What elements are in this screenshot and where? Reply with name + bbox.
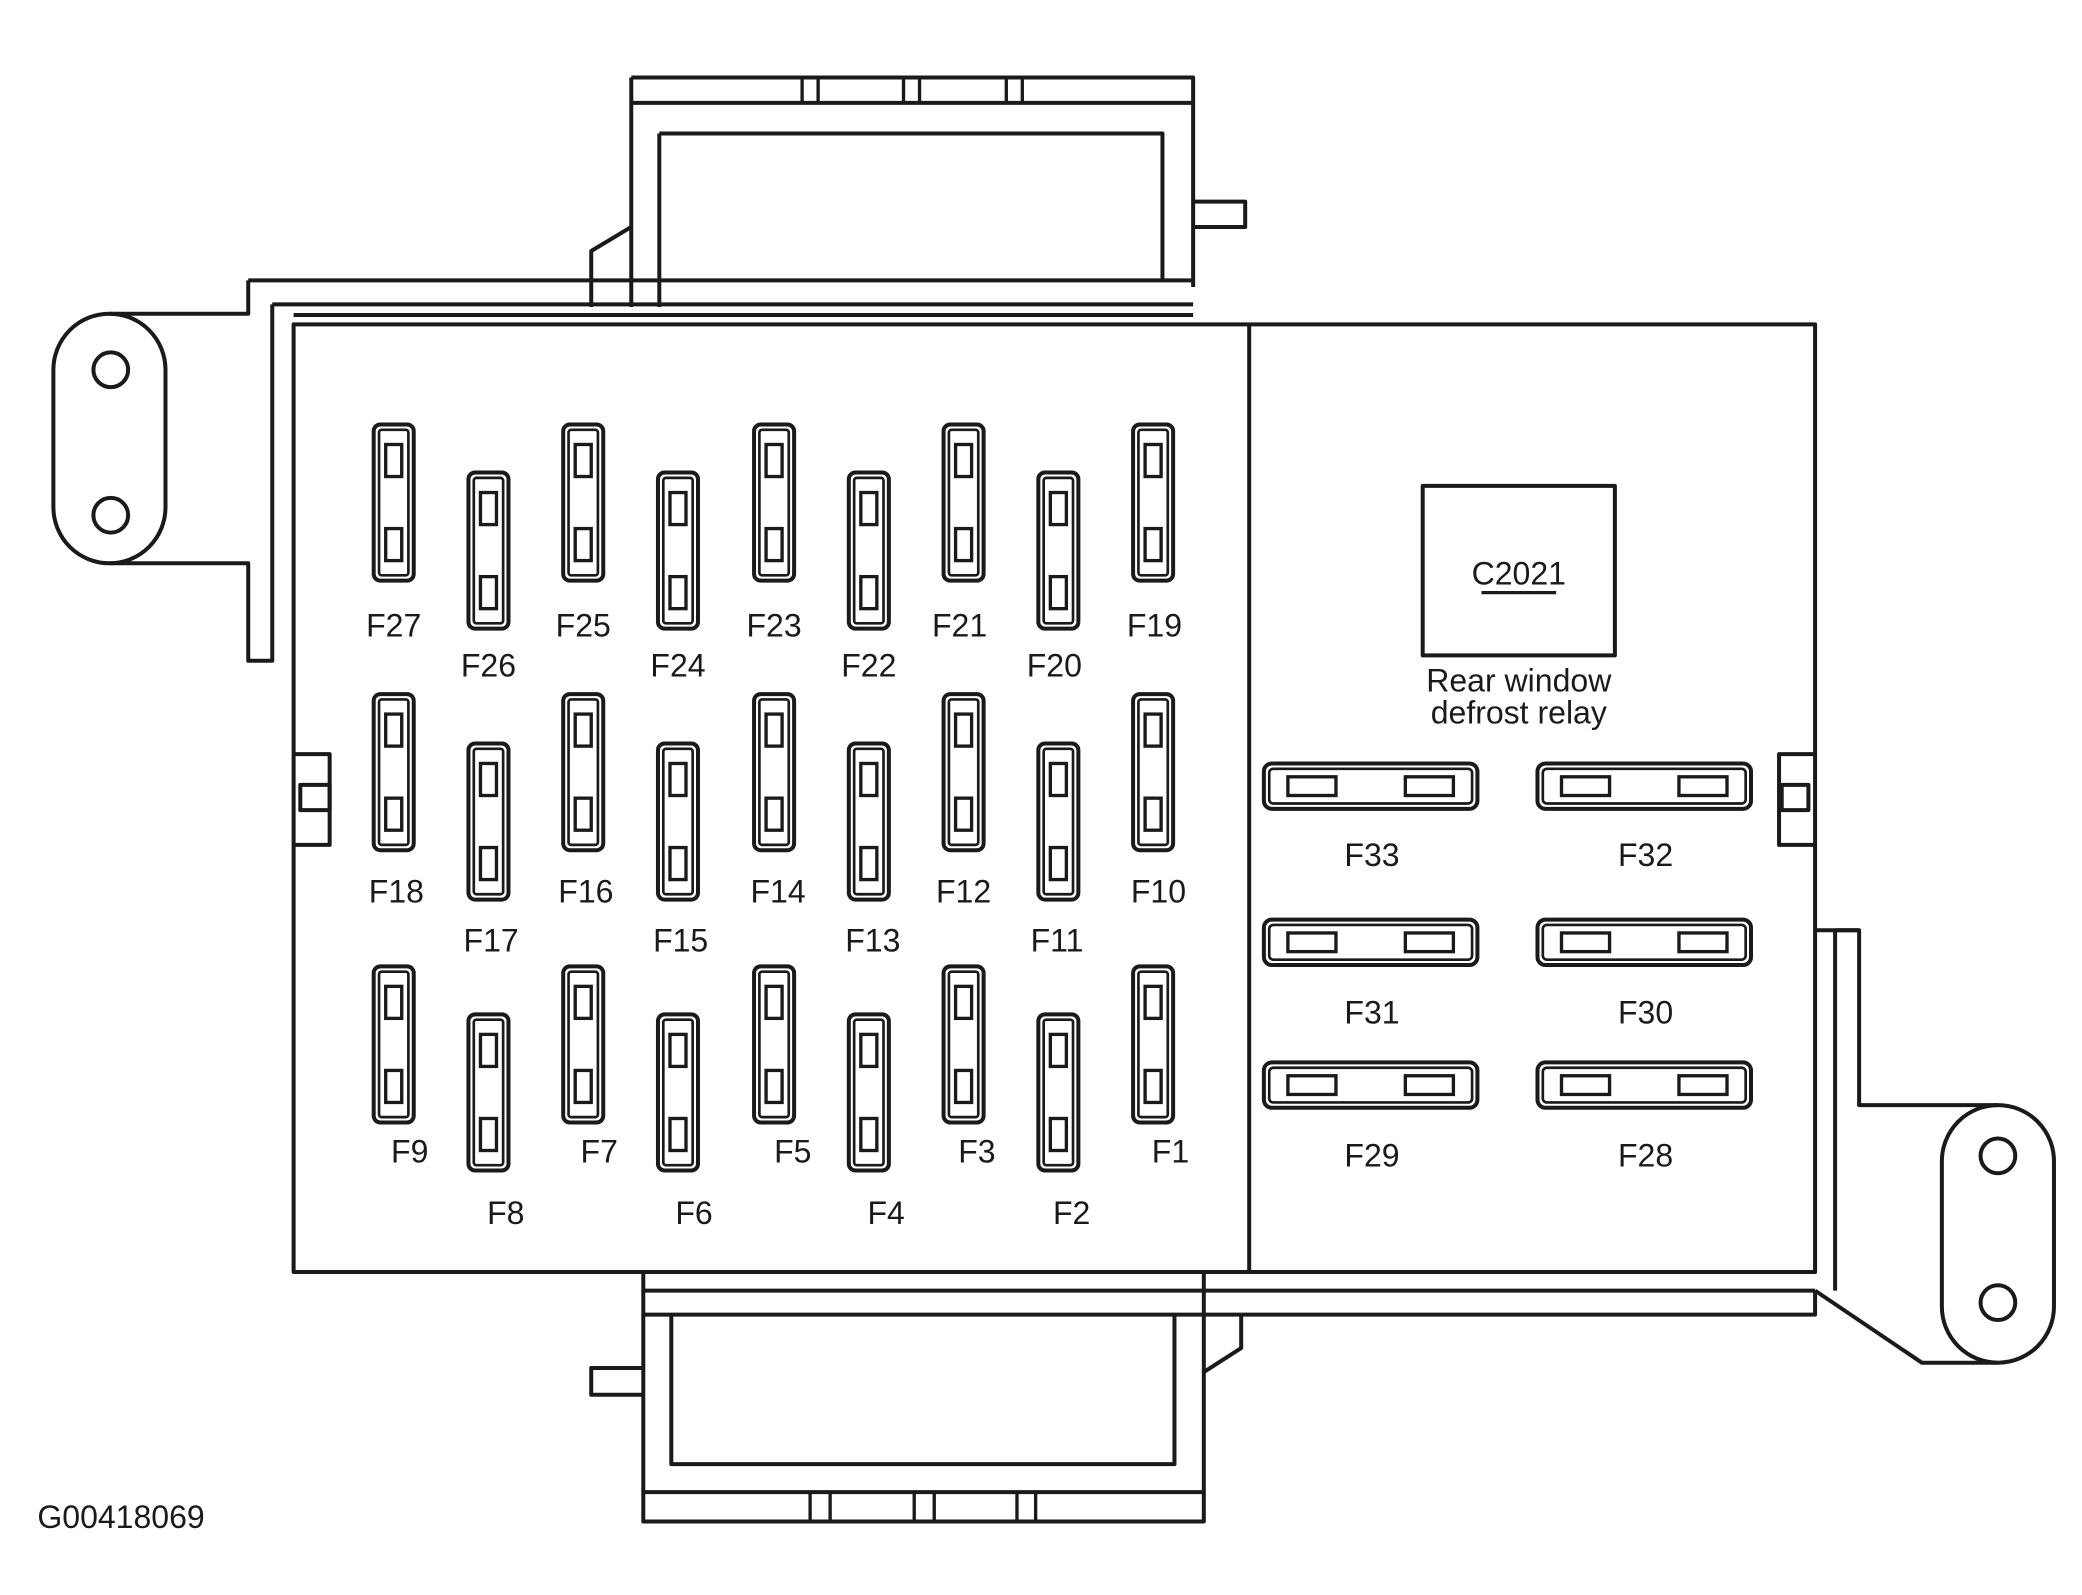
fuse-layer: F27F26F25F24F23F22F21F20F19F18F17F16F15F… (366, 422, 1754, 1231)
fuse-label-f18: F18 (369, 873, 424, 909)
fuse-label-f13: F13 (845, 923, 900, 959)
fuse-label-f30: F30 (1618, 995, 1673, 1031)
fuse-f8: F8 (466, 1012, 525, 1231)
fuse-f27: F27 (366, 422, 421, 644)
fuse-f11: F11 (1031, 741, 1084, 959)
fuse-f12: F12 (936, 692, 991, 909)
fuse-label-f19: F19 (1127, 608, 1182, 644)
fuse-label-f7: F7 (581, 1134, 618, 1170)
fuse-label-f2: F2 (1053, 1195, 1090, 1231)
fuse-f31: F31 (1261, 917, 1480, 1031)
fuse-f5: F5 (752, 964, 811, 1170)
fuse-f23: F23 (746, 422, 802, 644)
fuse-label-f22: F22 (841, 648, 896, 684)
fuse-label-f32: F32 (1618, 837, 1673, 873)
fuse-label-f27: F27 (366, 608, 421, 644)
fuse-f4: F4 (846, 1012, 905, 1231)
fuse-f19: F19 (1127, 422, 1182, 644)
fuse-f15: F15 (653, 741, 708, 959)
fuse-label-f1: F1 (1152, 1134, 1189, 1170)
fuse-f26: F26 (461, 470, 516, 684)
fuse-f2: F2 (1036, 1012, 1090, 1231)
fuse-label-f21: F21 (932, 608, 987, 644)
fuse-label-f23: F23 (746, 608, 801, 644)
fuse-label-f25: F25 (556, 608, 611, 644)
fuse-label-f8: F8 (487, 1195, 524, 1231)
fuse-label-f6: F6 (675, 1195, 712, 1231)
fuse-f14: F14 (750, 692, 806, 909)
fuse-f30: F30 (1535, 917, 1754, 1031)
fuse-label-f20: F20 (1027, 648, 1082, 684)
fuse-label-f9: F9 (391, 1134, 428, 1170)
fuse-f21: F21 (932, 422, 987, 644)
fuse-label-f3: F3 (958, 1134, 995, 1170)
fuse-label-f31: F31 (1344, 995, 1399, 1031)
fuse-f32: F32 (1535, 761, 1754, 873)
fuse-box-housing (51, 75, 2056, 1524)
fuse-f22: F22 (841, 470, 896, 684)
fuse-f29: F29 (1261, 1060, 1480, 1174)
fuse-label-f33: F33 (1344, 837, 1399, 873)
fuse-label-f26: F26 (461, 648, 516, 684)
fuse-f1: F1 (1131, 964, 1189, 1170)
relay-label-line1: Rear window (1426, 662, 1612, 698)
fuse-label-f28: F28 (1618, 1138, 1673, 1174)
fuse-f24: F24 (650, 470, 706, 684)
diagram-reference-code: G00418069 (37, 1499, 204, 1535)
fuse-label-f10: F10 (1131, 873, 1186, 909)
fuse-label-f4: F4 (867, 1195, 904, 1231)
fuse-label-f29: F29 (1344, 1138, 1399, 1174)
fuse-label-f15: F15 (653, 923, 708, 959)
fuse-label-f5: F5 (774, 1134, 811, 1170)
fuse-f16: F16 (558, 692, 613, 909)
fuse-label-f14: F14 (750, 873, 805, 909)
fuse-label-f12: F12 (936, 873, 991, 909)
fuse-f9: F9 (371, 964, 428, 1170)
fuse-f18: F18 (369, 692, 424, 909)
relay-label-line2: defrost relay (1431, 694, 1607, 730)
fuse-label-f17: F17 (464, 923, 519, 959)
fuse-f20: F20 (1027, 470, 1082, 684)
rear-window-defrost-relay: C2021 Rear window defrost relay (1420, 483, 1617, 730)
fuse-label-f24: F24 (650, 648, 705, 684)
fuse-f10: F10 (1131, 692, 1186, 909)
fuse-label-f11: F11 (1031, 923, 1084, 959)
fuse-f28: F28 (1535, 1060, 1754, 1174)
fuse-f33: F33 (1261, 761, 1480, 873)
fuse-f25: F25 (556, 422, 611, 644)
fuse-label-f16: F16 (558, 873, 613, 909)
fuse-f3: F3 (941, 964, 996, 1170)
fuse-f7: F7 (561, 964, 618, 1170)
fuse-f17: F17 (464, 741, 519, 959)
relay-code-label: C2021 (1472, 556, 1566, 592)
fuse-f6: F6 (655, 1012, 713, 1231)
fuse-f13: F13 (845, 741, 900, 959)
